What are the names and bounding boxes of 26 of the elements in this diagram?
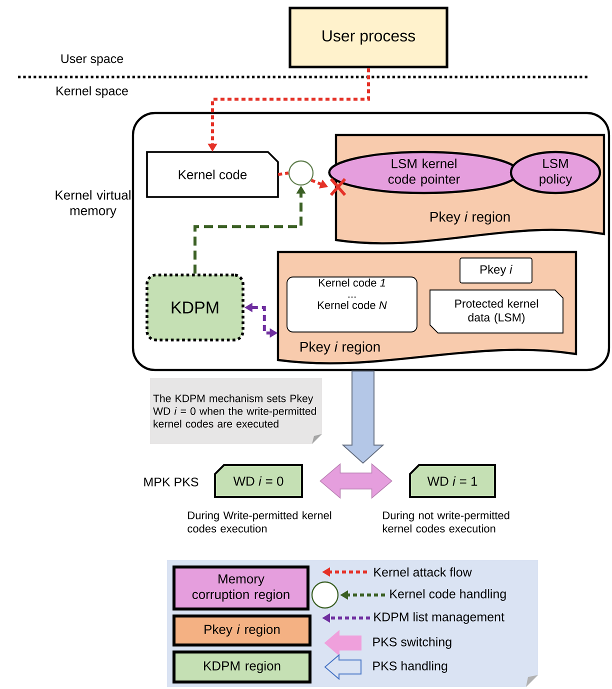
caption-text: During not write-permitted kernel codes execution — [382, 511, 510, 532]
code-box: Kernel code — [146, 151, 279, 198]
region-label: User space — [61, 54, 124, 66]
process-box: User process — [288, 6, 448, 68]
legend-item: Pkey i region — [172, 614, 312, 646]
region-label: MPK PKS — [144, 478, 198, 486]
code-list-box: Kernel code 1 ... Kernel code N — [286, 276, 418, 332]
block-arrow — [320, 463, 392, 499]
caption-text: During Write-permitted kernel codes execution — [188, 511, 332, 532]
legend-text: PKS switching — [373, 637, 452, 649]
legend-text: Kernel code handling — [390, 589, 506, 601]
key-box: Pkey i — [460, 258, 532, 284]
data-box: Protected kernel data (LSM) — [430, 290, 564, 334]
legend-text: Kernel attack flow — [374, 567, 472, 577]
register-box: WD i = 1 — [409, 464, 496, 498]
legend-item: Memory corruption region — [172, 566, 310, 610]
node-label: Kernel virtual memory — [56, 190, 130, 218]
block-arrow — [342, 370, 384, 464]
note-callout: The KDPM mechanism sets Pkey WD i = 0 when the write-permitted kernel codes are executed — [150, 378, 322, 444]
junction-circle — [288, 160, 314, 186]
register-box: WD i = 0 — [214, 464, 303, 498]
legend-text: KDPM list management — [374, 612, 504, 624]
legend-text: PKS handling — [373, 661, 448, 673]
region-label: Kernel space — [56, 86, 128, 98]
legend-item: KDPM region — [172, 650, 312, 684]
module-box: KDPM — [146, 274, 244, 342]
